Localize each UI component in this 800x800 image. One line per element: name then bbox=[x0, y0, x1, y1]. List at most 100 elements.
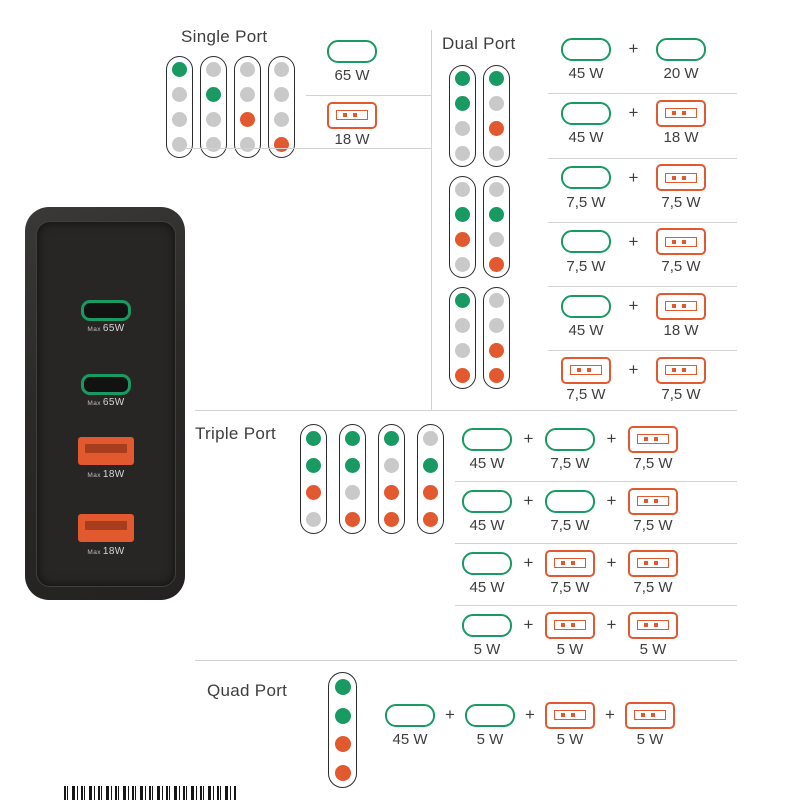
port-icon-box bbox=[656, 36, 706, 62]
power-label: 5 W bbox=[556, 731, 584, 748]
usb-a-icon bbox=[628, 425, 678, 453]
port-icon-box bbox=[385, 702, 435, 728]
divider-single-bottom bbox=[186, 148, 431, 149]
port-status-capsule bbox=[234, 56, 261, 158]
usb-a-icon bbox=[327, 101, 377, 129]
usb-c-power-item: 45 W bbox=[382, 702, 438, 748]
plus-sign: + bbox=[628, 231, 639, 251]
usb-a-icon bbox=[561, 356, 611, 384]
inactive-port-dot bbox=[306, 512, 321, 527]
power-label: 5 W bbox=[473, 641, 501, 658]
inactive-port-dot bbox=[172, 137, 187, 152]
usb-a-power-item: 7,5 W bbox=[625, 425, 681, 472]
green-active-port-dot bbox=[489, 207, 504, 222]
port-icon-box bbox=[545, 611, 595, 639]
orange-active-port-dot bbox=[489, 121, 504, 136]
power-label: 18 W bbox=[663, 322, 699, 340]
usb-a-detail bbox=[672, 111, 676, 116]
power-label: 7,5 W bbox=[566, 386, 606, 404]
port-icon-box bbox=[545, 701, 595, 729]
orange-active-port-dot bbox=[384, 512, 399, 527]
usb-c-icon bbox=[561, 294, 611, 318]
orange-active-port-dot bbox=[489, 368, 504, 383]
power-label: 7,5 W bbox=[661, 386, 701, 404]
port-icon-box bbox=[545, 549, 595, 577]
green-active-port-dot bbox=[206, 87, 221, 102]
green-active-port-dot bbox=[345, 431, 360, 446]
usb-a-power-item: 7,5 W bbox=[653, 356, 709, 404]
usb-a-detail bbox=[665, 172, 697, 183]
max-word: Max bbox=[87, 326, 101, 333]
usb-a-power-item: 7,5 W bbox=[653, 164, 709, 211]
power-combination-row: 7,5 W+7,5 W bbox=[548, 223, 737, 288]
triple-port-indicators bbox=[300, 424, 444, 534]
port-icon-box bbox=[656, 356, 706, 384]
usb-a-detail bbox=[644, 561, 648, 565]
inactive-port-dot bbox=[455, 146, 470, 161]
usb-a-detail bbox=[665, 301, 697, 312]
inactive-port-dot bbox=[489, 293, 504, 308]
usb-c-power-item: 5 W bbox=[459, 612, 515, 658]
inactive-port-dot bbox=[172, 87, 187, 102]
usb-c-power-item: 45 W bbox=[459, 488, 515, 534]
usb-a-icon bbox=[656, 99, 706, 127]
divider-quad-top bbox=[195, 660, 737, 661]
power-label: 45 W bbox=[568, 322, 604, 340]
inactive-port-dot bbox=[489, 318, 504, 333]
power-combination-row: 45 W +18 W bbox=[548, 287, 737, 352]
power-combination-row: 45 W+7,5 W+7,5 W bbox=[455, 482, 737, 544]
green-active-port-dot bbox=[455, 96, 470, 111]
usb-a-power-item: 18 W bbox=[653, 292, 709, 340]
usb-a-icon bbox=[628, 611, 678, 639]
max-word: Max bbox=[87, 549, 101, 556]
port-status-capsule bbox=[483, 65, 510, 167]
green-active-port-dot bbox=[455, 71, 470, 86]
port-icon-box bbox=[462, 612, 512, 638]
usb-a-detail bbox=[654, 623, 658, 627]
single-port-indicators bbox=[166, 56, 295, 158]
green-active-port-dot bbox=[172, 62, 187, 77]
usb-a-detail bbox=[343, 113, 347, 117]
usb-a-power-item: 5 W bbox=[622, 701, 678, 748]
plus-sign: + bbox=[523, 553, 534, 572]
inactive-port-dot bbox=[455, 343, 470, 358]
usb-a-detail bbox=[682, 239, 686, 244]
green-active-port-dot bbox=[455, 207, 470, 222]
inactive-port-dot bbox=[455, 257, 470, 272]
usb-a-icon bbox=[628, 487, 678, 515]
port-icon-box bbox=[545, 426, 595, 452]
usb-c-icon bbox=[656, 37, 706, 61]
inactive-port-dot bbox=[240, 137, 255, 152]
port-icon-box bbox=[625, 701, 675, 729]
divider-vertical bbox=[431, 30, 432, 410]
power-label: 7,5 W bbox=[633, 455, 673, 472]
port-icon-box bbox=[545, 488, 595, 514]
plus-sign: + bbox=[628, 296, 639, 316]
usb-a-detail bbox=[571, 713, 575, 717]
orange-active-port-dot bbox=[423, 512, 438, 527]
usb-a-slot bbox=[85, 521, 127, 530]
green-active-port-dot bbox=[345, 458, 360, 473]
green-active-port-dot bbox=[384, 431, 399, 446]
usb-a-detail bbox=[561, 623, 565, 627]
usb-c-icon bbox=[545, 427, 595, 451]
port-status-capsule bbox=[328, 672, 357, 788]
barcode bbox=[64, 786, 236, 800]
port-icon-box bbox=[628, 487, 678, 515]
inactive-port-dot bbox=[489, 146, 504, 161]
usb-a-icon bbox=[545, 549, 595, 577]
port-icon-box bbox=[656, 292, 706, 320]
power-combination-row: 45 W+7,5 W+7,5 W bbox=[455, 420, 737, 482]
power-combination-row: 45 W+5 W+5 W+5 W bbox=[380, 697, 737, 764]
usb-c-icon bbox=[327, 39, 377, 63]
port-status-capsule bbox=[449, 176, 476, 278]
plus-sign: + bbox=[606, 553, 617, 572]
usb-a-detail bbox=[336, 110, 368, 120]
usb-a-detail bbox=[353, 113, 357, 117]
port-icon-box bbox=[465, 702, 515, 728]
port-status-capsule bbox=[339, 424, 366, 534]
power-combination-row: 18 W bbox=[306, 96, 431, 159]
power-label: 45 W bbox=[568, 129, 604, 147]
usb-a-detail bbox=[654, 499, 658, 503]
